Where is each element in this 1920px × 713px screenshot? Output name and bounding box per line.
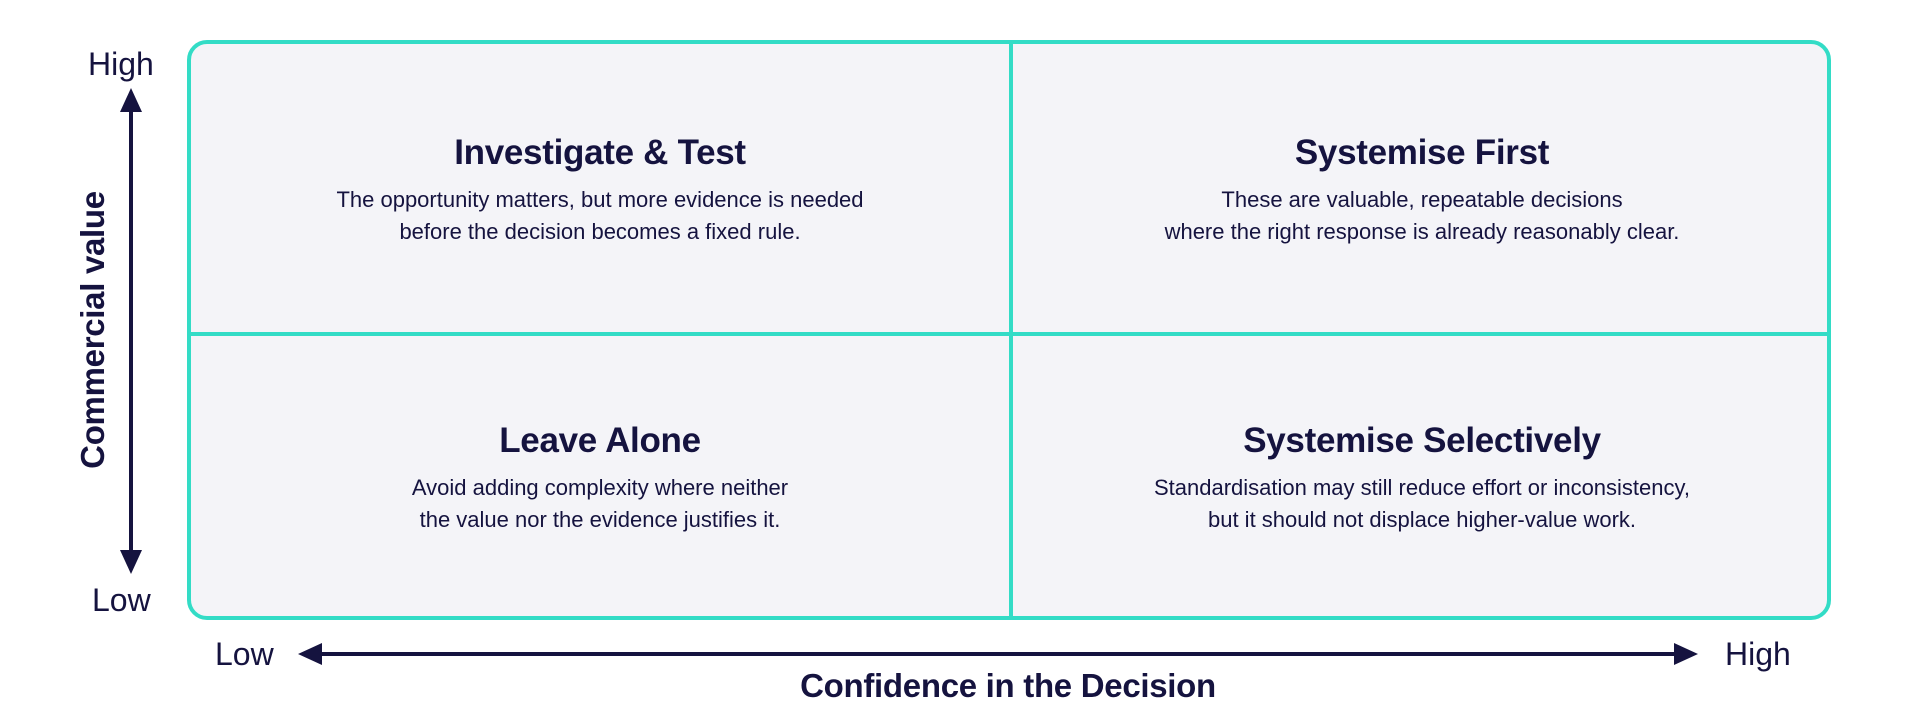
- quadrant-description: Standardisation may still reduce effort …: [1013, 472, 1827, 536]
- arrowhead-down-icon: [120, 550, 142, 574]
- quadrant-description-line: before the decision becomes a fixed rule…: [399, 219, 801, 244]
- quadrant-systemise-selectively: Systemise Selectively Standardisation ma…: [1013, 420, 1827, 536]
- arrowhead-left-icon: [298, 643, 322, 665]
- x-axis-low-label: Low: [215, 636, 274, 672]
- x-axis-title: Confidence in the Decision: [800, 667, 1216, 704]
- x-axis-high-label: High: [1725, 636, 1791, 672]
- quadrant-description: Avoid adding complexity where neither th…: [191, 472, 1009, 536]
- quadrant-description: The opportunity matters, but more eviden…: [191, 184, 1009, 248]
- x-axis-arrow: [298, 643, 1698, 665]
- quadrant-description-line: the value nor the evidence justifies it.: [419, 507, 781, 532]
- quadrant-description-line: The opportunity matters, but more eviden…: [336, 187, 864, 212]
- quadrant-description: These are valuable, repeatable decisions…: [1013, 184, 1827, 248]
- y-axis-low-label: Low: [92, 582, 151, 618]
- vertical-divider: [1009, 44, 1013, 616]
- quadrant-grid: Investigate & Test The opportunity matte…: [187, 40, 1831, 620]
- quadrant-investigate-test: Investigate & Test The opportunity matte…: [191, 132, 1009, 248]
- quadrant-title: Systemise First: [1294, 133, 1550, 172]
- quadrant-description-line: These are valuable, repeatable decisions: [1221, 187, 1623, 212]
- quadrant-description-line: Standardisation may still reduce effort …: [1153, 475, 1690, 500]
- quadrant-description-line: where the right response is already reas…: [1164, 219, 1680, 244]
- horizontal-divider: [191, 332, 1827, 336]
- quadrant-description-line: Avoid adding complexity where neither: [411, 475, 789, 500]
- quadrant-systemise-first: Systemise First These are valuable, repe…: [1013, 132, 1827, 248]
- arrowhead-right-icon: [1674, 643, 1698, 665]
- quadrant-leave-alone: Leave Alone Avoid adding complexity wher…: [191, 420, 1009, 536]
- quadrant-title: Leave Alone: [499, 421, 701, 460]
- quadrant-title: Systemise Selectively: [1243, 421, 1601, 460]
- y-axis-title: Commercial value: [74, 191, 111, 469]
- quadrant-title: Investigate & Test: [454, 133, 746, 172]
- quadrant-description-line: but it should not displace higher-value …: [1207, 507, 1637, 532]
- y-axis-high-label: High: [88, 46, 154, 82]
- arrowhead-up-icon: [120, 88, 142, 112]
- y-axis-arrow: [120, 88, 142, 574]
